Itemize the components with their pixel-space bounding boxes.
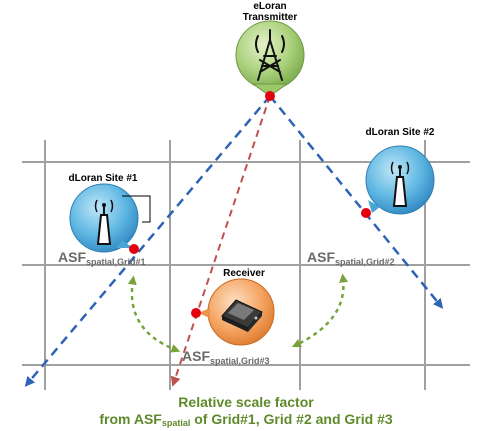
asf-label-grid2: ASFspatial,Grid#2 — [307, 249, 395, 267]
asf-label-grid1-sub: spatial,Grid#1 — [86, 257, 146, 267]
signal-path-center — [170, 95, 271, 387]
antenna-tower-icon — [255, 29, 285, 81]
caption-line2: from ASFspatial of Grid#1, Grid #2 and G… — [99, 411, 392, 428]
signal-path-left — [24, 95, 271, 387]
site-1-marker — [129, 244, 139, 254]
relation-arrow-grid1-grid3 — [127, 275, 181, 353]
caption-line1: Relative scale factor — [178, 394, 314, 410]
site-2-label: dLoran Site #2 — [366, 127, 435, 138]
asf-label-grid3-sub: spatial,Grid#3 — [210, 356, 270, 366]
gps-receiver-icon — [221, 299, 263, 332]
receiver-marker — [191, 308, 201, 318]
asf-label-grid2-main: ASF — [307, 249, 335, 265]
asf-label-grid1: ASFspatial,Grid#1 — [58, 249, 146, 267]
radio-mast-icon — [390, 161, 410, 207]
dloran-site-1-node — [69, 183, 139, 253]
site-2-marker — [361, 208, 371, 218]
relation-arrow-grid2-grid3 — [291, 273, 348, 348]
transmitter-title-line1: eLoran — [253, 1, 286, 12]
asf-label-grid1-main: ASF — [58, 249, 86, 265]
asf-label-grid3: ASFspatial,Grid#3 — [182, 348, 270, 366]
radio-mast-icon — [94, 199, 114, 245]
transmitter-title-line2: Transmitter — [243, 12, 298, 23]
receiver-label: Receiver — [223, 268, 265, 279]
site-1-label-bracket — [122, 195, 151, 223]
caption-line2-suffix: of Grid#1, Grid #2 and Grid #3 — [190, 411, 392, 427]
asf-label-grid3-main: ASF — [182, 348, 210, 364]
receiver-node — [198, 278, 275, 346]
dloran-site-2-node — [365, 145, 435, 215]
caption-line2-prefix: from ASF — [99, 411, 162, 427]
transmitter-marker — [265, 91, 275, 101]
transmitter-node — [235, 20, 305, 97]
site-1-label: dLoran Site #1 — [69, 173, 138, 184]
asf-label-grid2-sub: spatial,Grid#2 — [335, 257, 395, 267]
caption-line2-sub: spatial — [162, 418, 191, 428]
